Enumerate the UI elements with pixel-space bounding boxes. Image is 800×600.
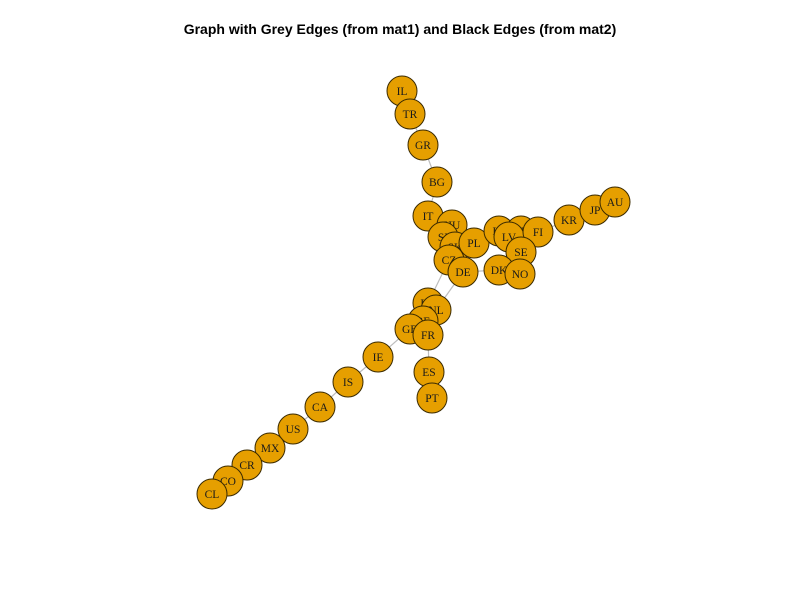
- node-label: GR: [415, 140, 431, 152]
- node-label: CR: [239, 460, 255, 472]
- node-circle: [254, 432, 286, 464]
- node-label: TR: [403, 109, 418, 121]
- node-circle: [599, 186, 631, 218]
- node-circle: [416, 382, 448, 414]
- node-cl: CL: [196, 478, 228, 510]
- node-label: AU: [607, 197, 624, 209]
- node-label: SE: [514, 247, 527, 259]
- node-se: SE: [505, 236, 537, 268]
- node-es: ES: [413, 356, 445, 388]
- node-layer: ILTRGRBGITHUSISKPLCZDELTEELVFISEDKNOKRJP…: [196, 75, 631, 510]
- node-circle: [362, 341, 394, 373]
- node-circle: [394, 98, 426, 130]
- node-fr: FR: [412, 319, 444, 351]
- node-il: IL: [386, 75, 418, 107]
- node-label: JP: [590, 205, 601, 217]
- node-label: IS: [343, 377, 353, 389]
- node-circle: [504, 258, 536, 290]
- node-label: KR: [561, 215, 577, 227]
- node-label: IL: [397, 86, 408, 98]
- node-circle: [304, 391, 336, 423]
- node-label: US: [286, 424, 301, 436]
- node-fi: FI: [522, 216, 554, 248]
- node-kr: KR: [553, 204, 585, 236]
- node-circle: [277, 413, 309, 445]
- node-label: IE: [373, 352, 384, 364]
- node-ca: CA: [304, 391, 336, 423]
- node-gr: GR: [407, 129, 439, 161]
- node-us: US: [277, 413, 309, 445]
- node-pt: PT: [416, 382, 448, 414]
- node-label: IT: [423, 211, 434, 223]
- node-de: DE: [447, 256, 479, 288]
- node-no: NO: [504, 258, 536, 290]
- graph-title: Graph with Grey Edges (from mat1) and Bl…: [183, 21, 617, 37]
- node-tr: TR: [394, 98, 426, 130]
- node-ie: IE: [362, 341, 394, 373]
- node-au: AU: [599, 186, 631, 218]
- node-label: CL: [205, 489, 220, 501]
- node-circle: [458, 227, 490, 259]
- node-label: CA: [312, 402, 329, 414]
- node-label: MX: [261, 443, 280, 455]
- node-circle: [412, 319, 444, 351]
- node-label: DK: [491, 265, 508, 277]
- node-circle: [522, 216, 554, 248]
- node-is: IS: [332, 366, 364, 398]
- node-circle: [332, 366, 364, 398]
- node-label: FI: [533, 227, 543, 239]
- node-label: FR: [421, 330, 435, 342]
- node-label: NO: [512, 269, 529, 281]
- node-circle: [447, 256, 479, 288]
- node-label: PL: [467, 238, 480, 250]
- node-label: PT: [425, 393, 438, 405]
- node-label: ES: [422, 367, 435, 379]
- node-bg: BG: [421, 166, 453, 198]
- node-mx: MX: [254, 432, 286, 464]
- node-label: DE: [455, 267, 470, 279]
- node-pl: PL: [458, 227, 490, 259]
- node-circle: [196, 478, 228, 510]
- node-circle: [421, 166, 453, 198]
- node-circle: [407, 129, 439, 161]
- node-label: BG: [429, 177, 445, 189]
